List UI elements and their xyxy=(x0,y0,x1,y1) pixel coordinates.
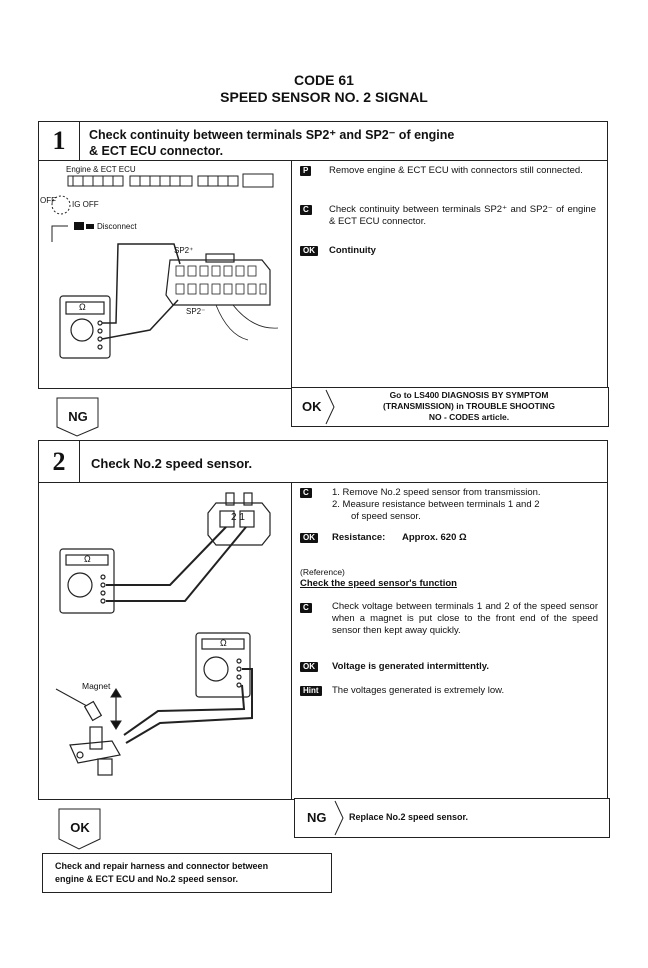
label-ohm-2: Ω xyxy=(84,554,91,564)
ok2-text: Voltage is generated intermittently. xyxy=(332,661,489,672)
connector-pins-label: 2 1 xyxy=(231,512,245,523)
page-title: SPEED SENSOR NO. 2 SIGNAL xyxy=(220,89,428,105)
disconnect-icon xyxy=(51,222,94,242)
instruction-text: Continuity xyxy=(329,245,376,256)
label-ig-off: IG OFF xyxy=(72,200,99,209)
step-1-instruction-ok: OK Continuity xyxy=(300,245,596,257)
final-action-box: Check and repair harness and connector b… xyxy=(42,853,332,893)
instruction-text: Remove engine & ECT ECU with connectors … xyxy=(329,165,583,176)
step-1-number: 1 xyxy=(39,122,80,161)
multimeter xyxy=(59,548,115,614)
step-2-heading: Check No.2 speed sensor. xyxy=(91,456,253,471)
tag-ok: OK xyxy=(300,662,318,672)
ok-result-line3: NO - CODES article. xyxy=(428,412,510,422)
final-line1: Check and repair harness and connector b… xyxy=(55,861,269,871)
test-leads xyxy=(106,526,247,602)
tag-hint: Hint xyxy=(300,686,322,696)
ok1-label: Resistance: xyxy=(332,532,386,543)
ok1-value: Approx. 620 Ω xyxy=(402,532,467,543)
ng-label-1: NG xyxy=(68,409,88,424)
ok-label: OK xyxy=(302,399,322,414)
sensor-connector xyxy=(207,492,271,546)
step-2-ng-result: NG Replace No.2 speed sensor. xyxy=(294,798,610,838)
instruction-c1-1: 1. Remove No.2 speed sensor from transmi… xyxy=(332,487,541,498)
step-2-header xyxy=(39,441,607,483)
label-magnet: Magnet xyxy=(82,681,111,691)
ecu-connector-strip xyxy=(67,173,274,188)
step-2-diagram xyxy=(55,492,271,776)
multimeter xyxy=(195,632,251,698)
reference-title: Check the speed sensor's function xyxy=(300,578,457,589)
up-down-arrow-icon xyxy=(110,688,122,730)
label-off: OFF xyxy=(40,196,56,205)
step-1-diagram xyxy=(51,173,279,359)
speed-sensor xyxy=(69,726,121,776)
instruction-text: Check continuity between terminals SP2⁺ … xyxy=(329,204,596,227)
label-ohm-3: Ω xyxy=(220,638,227,648)
label-sp2-minus: SP2⁻ xyxy=(186,307,206,316)
chevron-right-icon xyxy=(334,800,344,836)
label-ohm-1: Ω xyxy=(79,302,86,312)
label-ecu: Engine & ECT ECU xyxy=(66,165,136,174)
ignition-switch-icon xyxy=(51,195,71,215)
test-leads xyxy=(101,243,181,340)
hint-text: The voltages generated is extremely low. xyxy=(332,685,505,696)
instruction-c2: Check voltage between terminals 1 and 2 … xyxy=(332,601,598,636)
step-1-heading-line1: Check continuity between terminals SP2⁺ … xyxy=(89,128,455,142)
chevron-right-icon xyxy=(325,389,335,425)
step-2-number: 2 xyxy=(39,441,80,483)
test-leads xyxy=(123,668,253,744)
tag-c: C xyxy=(300,488,312,498)
reference-label: (Reference) xyxy=(300,567,345,577)
final-line2: engine & ECT ECU and No.2 speed sensor. xyxy=(55,874,239,884)
ok-result-line2: (TRANSMISSION) in TROUBLE SHOOTING xyxy=(383,401,555,411)
ng-arrow-1 xyxy=(56,397,99,437)
tag-c: C xyxy=(300,205,312,215)
ng-label: NG xyxy=(307,810,327,825)
code-number: CODE 61 xyxy=(294,72,354,88)
instruction-c1-2b: of speed sensor. xyxy=(351,511,421,522)
step-1-instruction-p: P Remove engine & ECT ECU with connector… xyxy=(300,165,596,177)
tag-ok: OK xyxy=(300,533,318,543)
ok-result-line1: Go to LS400 DIAGNOSIS BY SYMPTOM xyxy=(389,390,549,400)
step-1-ok-result: OK Go to LS400 DIAGNOSIS BY SYMPTOM (TRA… xyxy=(291,387,609,427)
tag-p: P xyxy=(300,166,312,176)
step-1-header xyxy=(39,122,607,161)
magnet-icon xyxy=(55,688,103,722)
label-sp2-plus: SP2⁺ xyxy=(174,246,194,255)
step-1-heading-line2: & ECT ECU connector. xyxy=(89,144,224,158)
tag-c: C xyxy=(300,603,312,613)
tag-ok: OK xyxy=(300,246,318,256)
ok-label-2: OK xyxy=(70,820,90,835)
instruction-c1-2a: 2. Measure resistance between terminals … xyxy=(332,499,540,510)
ok-arrow-2 xyxy=(58,808,101,850)
step-2-box: 2 Check No.2 speed sensor. xyxy=(38,440,608,800)
step-1-divider xyxy=(291,160,292,388)
ecu-connector xyxy=(165,253,279,341)
step-2-divider xyxy=(291,482,292,799)
ng-result-text: Replace No.2 speed sensor. xyxy=(349,812,469,822)
label-disconnect: Disconnect xyxy=(97,222,137,231)
step-1-instruction-c: C Check continuity between terminals SP2… xyxy=(300,204,596,228)
